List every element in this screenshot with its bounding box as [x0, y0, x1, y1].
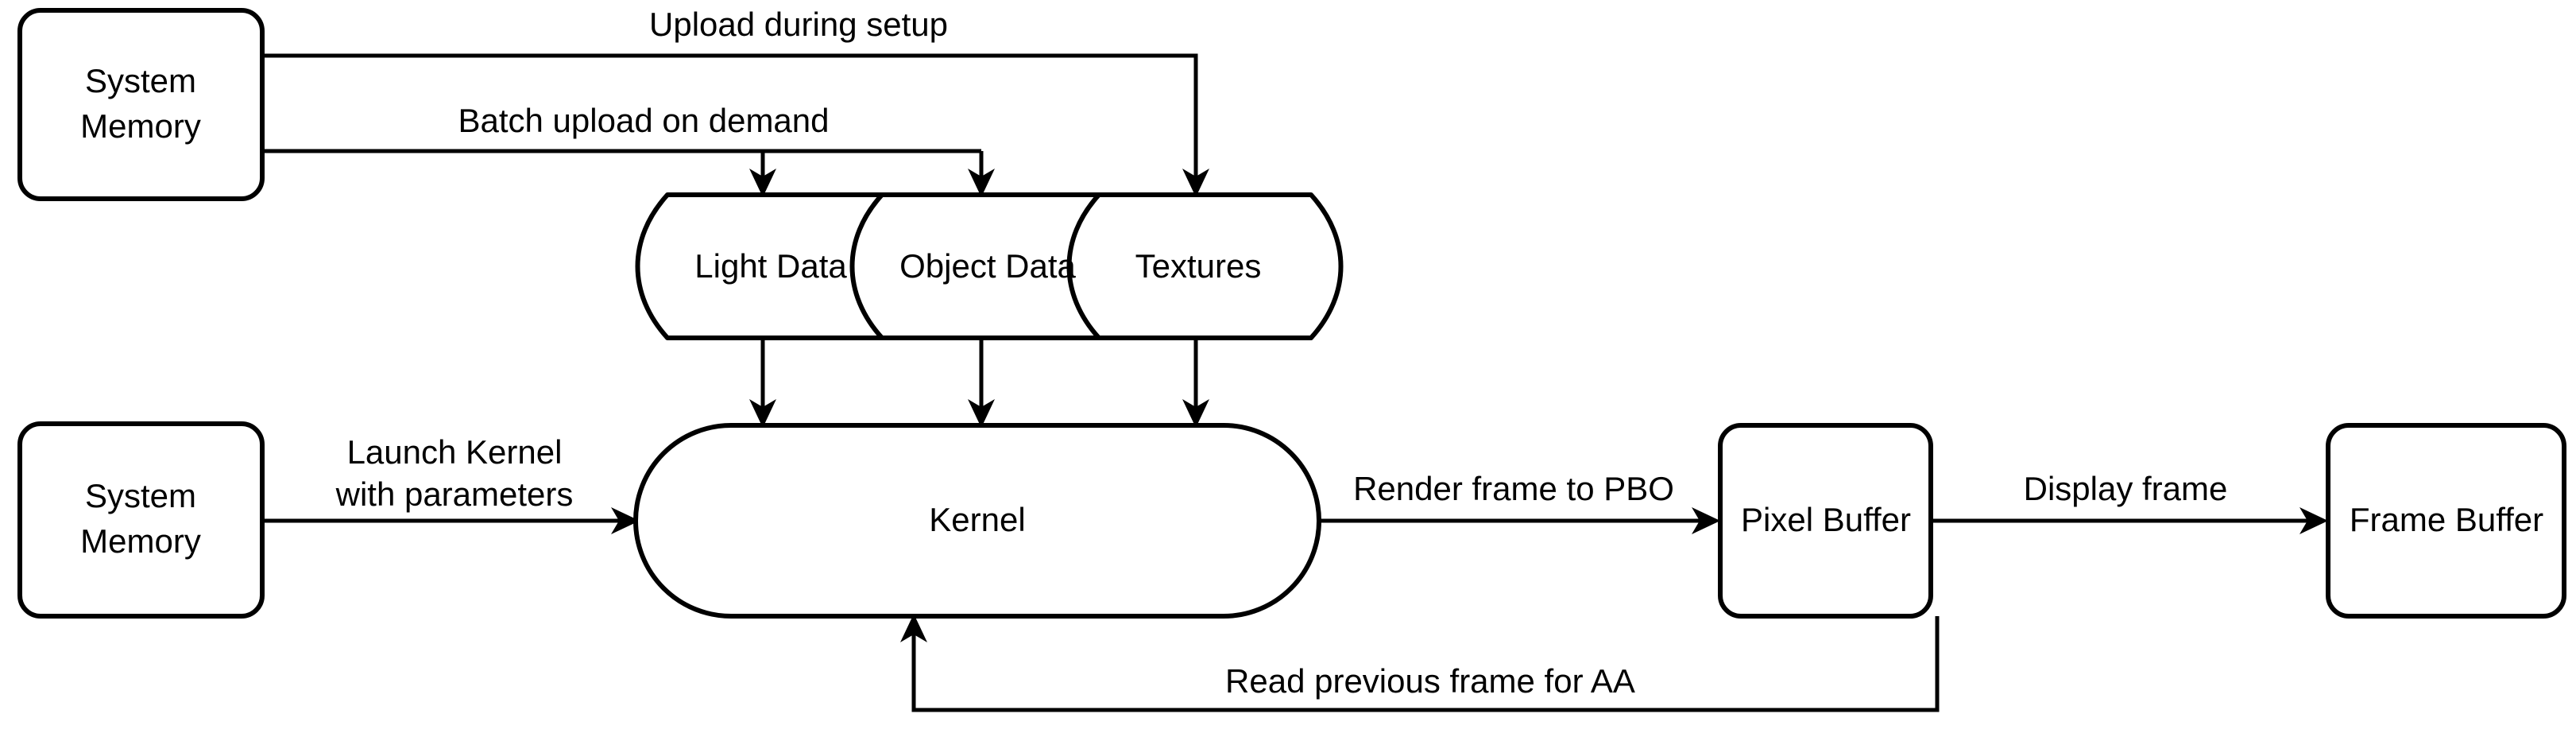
- edge-label-upload-during-setup: Upload during setup: [649, 6, 948, 43]
- edge-launch-kernel-arrowhead: [611, 507, 640, 534]
- frame-buffer-label: Frame Buffer: [2350, 501, 2543, 538]
- database-segment-object-data-label: Object Data: [899, 247, 1076, 285]
- kernel-box[interactable]: [633, 423, 1321, 619]
- node-database-cylinder[interactable]: Light Data Object Data Textures: [635, 192, 1344, 340]
- system-memory-top-label-line2: Memory: [80, 107, 201, 145]
- pixel-buffer-box[interactable]: [1718, 423, 1933, 619]
- edge-display-frame: [1931, 507, 2328, 534]
- edge-label-read-previous-frame-for-aa: Read previous frame for AA: [1225, 662, 1635, 700]
- edge-display-frame-arrowhead: [2299, 507, 2328, 534]
- system-memory-bottom-box[interactable]: [17, 421, 265, 619]
- edge-read-previous-frame-arrowhead: [900, 614, 927, 642]
- edge-upload-during-setup-arrowhead: [1182, 169, 1209, 197]
- edge-label-display-frame: Display frame: [2024, 470, 2228, 507]
- edge-batch-upload-arrowhead-light: [749, 169, 776, 197]
- database-segment-light-data-label: Light Data: [694, 247, 847, 285]
- node-system-memory-bottom[interactable]: System Memory: [17, 421, 265, 619]
- frame-buffer-box[interactable]: [2326, 423, 2566, 619]
- edge-label-batch-upload-on-demand: Batch upload on demand: [458, 102, 829, 139]
- database-divider-1: [849, 192, 884, 340]
- node-system-memory-top[interactable]: System Memory: [17, 8, 265, 201]
- system-memory-top-label-line1: System: [85, 62, 196, 99]
- system-memory-top-box[interactable]: [17, 8, 265, 201]
- edge-object-data-to-kernel-arrowhead: [968, 399, 995, 428]
- edge-read-previous-frame-path: [911, 616, 1940, 712]
- edge-label-launch-kernel-line1: Launch Kernel: [347, 433, 563, 471]
- node-kernel[interactable]: Kernel: [633, 423, 1321, 619]
- system-memory-bottom-label-line1: System: [85, 477, 196, 514]
- edge-read-previous-frame-for-aa: [900, 614, 1940, 712]
- database-cylinder-body[interactable]: [635, 192, 1344, 340]
- edge-upload-during-setup-path: [262, 53, 1198, 181]
- edge-render-frame-to-pbo: [1319, 507, 1720, 534]
- edge-database-to-kernel: [749, 338, 1209, 428]
- edge-label-launch-kernel-line2: with parameters: [335, 475, 574, 513]
- node-pixel-buffer[interactable]: Pixel Buffer: [1718, 423, 1933, 619]
- database-divider-2: [1066, 192, 1101, 340]
- edge-light-data-to-kernel-arrowhead: [749, 399, 776, 428]
- edge-render-frame-to-pbo-arrowhead: [1692, 507, 1720, 534]
- kernel-label: Kernel: [929, 501, 1025, 538]
- edge-label-render-frame-to-pbo: Render frame to PBO: [1353, 470, 1674, 507]
- edge-batch-upload-arrowhead-object: [968, 169, 995, 197]
- system-memory-bottom-label-line2: Memory: [80, 522, 201, 560]
- edge-upload-during-setup: [262, 53, 1209, 197]
- database-segment-textures-label: Textures: [1135, 247, 1262, 285]
- node-frame-buffer[interactable]: Frame Buffer: [2326, 423, 2566, 619]
- pixel-buffer-label: Pixel Buffer: [1741, 501, 1911, 538]
- edge-textures-to-kernel-arrowhead: [1182, 399, 1209, 428]
- edge-launch-kernel: [262, 507, 640, 534]
- edge-batch-upload-on-demand: [262, 149, 995, 197]
